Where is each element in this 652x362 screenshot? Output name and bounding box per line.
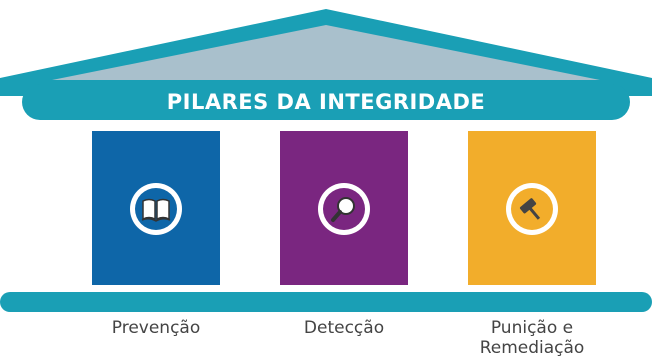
base	[0, 292, 652, 312]
pillar-prevencao	[92, 131, 220, 285]
icon-badge	[130, 183, 182, 235]
icon-badge	[318, 183, 370, 235]
icon-badge	[506, 183, 558, 235]
banner-bar	[22, 84, 630, 120]
label-deteccao: Detecção	[303, 318, 385, 338]
book-icon	[141, 198, 171, 222]
magnifier-icon	[331, 197, 355, 222]
diagram-title: PILARES DA INTEGRIDADE	[166, 90, 486, 114]
pillar-punicao	[468, 131, 596, 285]
gavel-icon	[519, 198, 541, 220]
roof-gable	[52, 25, 600, 80]
label-punicao: Punição e Remediação	[479, 318, 585, 358]
label-prevencao: Prevenção	[111, 318, 201, 338]
roof	[0, 9, 652, 120]
pillar-deteccao	[280, 131, 408, 285]
